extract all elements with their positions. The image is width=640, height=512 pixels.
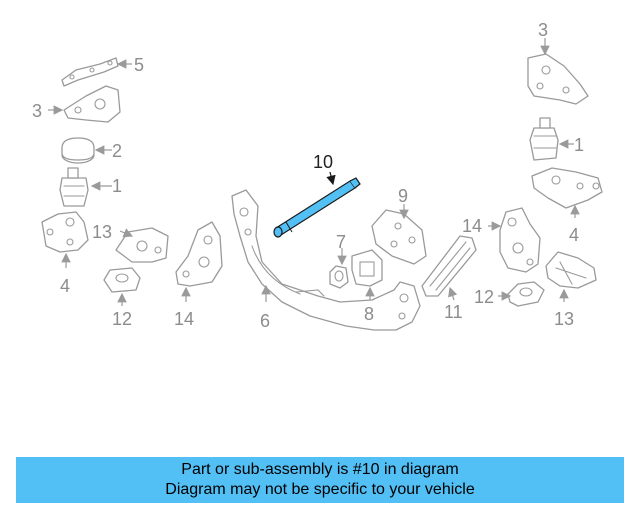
part-3-left-plate: [48, 85, 121, 123]
callout-1-right: 1: [574, 135, 584, 155]
info-banner: Part or sub-assembly is #10 in diagram D…: [16, 457, 624, 503]
part-6-crossmember: [231, 189, 421, 331]
callout-8: 8: [364, 304, 374, 324]
callout-6: 6: [260, 311, 270, 331]
part-13-left-bracket: [115, 227, 169, 263]
part-9-plate: [371, 204, 427, 265]
callout-9: 9: [398, 186, 408, 206]
part-1-left-mount: [59, 167, 112, 207]
part-14-right-bracket: [488, 207, 541, 273]
banner-line-2: Diagram may not be specific to your vehi…: [165, 481, 475, 498]
callout-3-left: 3: [32, 101, 42, 121]
callout-13-right: 13: [554, 309, 574, 329]
part-3-right-bracket: [527, 38, 589, 105]
part-13-right-bracket: [545, 251, 597, 302]
part-14-left-bracket: [175, 221, 223, 302]
part-5-bracket: [61, 57, 132, 87]
callout-12-left: 12: [112, 309, 132, 329]
part-4-right-bracket: [531, 167, 603, 218]
banner-line-1: Part or sub-assembly is #10 in diagram: [181, 461, 459, 478]
part-7-bushing: [329, 248, 349, 289]
part-1-right-mount: [529, 117, 574, 161]
callout-14-left: 14: [174, 309, 194, 329]
callout-1-left: 1: [112, 176, 122, 196]
part-10-rod-highlighted: [273, 171, 361, 238]
parts-diagram: 5 3 2 1 4 13 12: [32, 20, 603, 331]
callout-11: 11: [444, 302, 463, 322]
callout-3-right: 3: [538, 20, 548, 40]
part-8-mount: [351, 249, 383, 300]
part-12-left-damper: [103, 267, 141, 306]
callout-4-left: 4: [60, 276, 70, 296]
callout-14-right: 14: [462, 216, 482, 236]
callout-5: 5: [134, 55, 144, 75]
part-4-left-bracket: [41, 211, 89, 268]
callout-7: 7: [336, 232, 346, 252]
callout-13-left: 13: [92, 222, 112, 242]
callout-10: 10: [313, 152, 333, 172]
callout-12-right: 12: [474, 287, 494, 307]
part-12-right-damper: [498, 281, 545, 307]
callout-4-right: 4: [569, 225, 579, 245]
callout-2: 2: [112, 141, 122, 161]
part-2-cushion: [61, 137, 112, 164]
part-11-rail: [421, 235, 477, 301]
